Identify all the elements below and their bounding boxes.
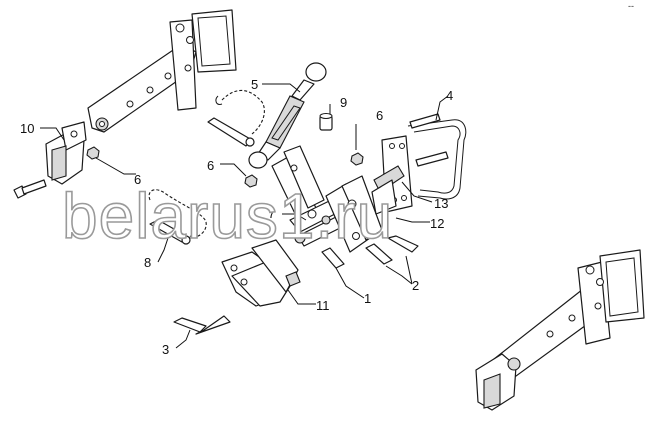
callout-3: 3 xyxy=(162,342,169,357)
upper-left-bracket xyxy=(87,9,237,133)
callout-9: 9 xyxy=(340,95,347,110)
callout-11: 11 xyxy=(316,298,330,313)
callout-12: 12 xyxy=(430,216,444,231)
callout-6a: 6 xyxy=(134,172,141,187)
lower-right-bracket xyxy=(475,249,645,411)
hook-bracket-10 xyxy=(45,121,87,185)
bolt-left xyxy=(13,179,47,199)
corner-mark: -- xyxy=(628,1,634,11)
callout-5: 5 xyxy=(251,77,258,92)
bushing-9 xyxy=(319,113,333,131)
callout-10: 10 xyxy=(20,121,34,136)
callout-2: 2 xyxy=(412,278,419,293)
central-link-assembly xyxy=(271,145,383,253)
nuts-6 xyxy=(86,146,364,188)
lower-bracket-11 xyxy=(221,239,301,307)
callout-7: 7 xyxy=(268,206,275,221)
leader-lines xyxy=(40,83,449,349)
callout-8: 8 xyxy=(144,255,151,270)
watermark-text: belarus1.ru xyxy=(62,180,393,252)
callout-labels: 10 6 5 9 6 6 4 7 12 13 8 1 2 11 3 xyxy=(20,77,453,357)
callout-13: 13 xyxy=(434,196,448,211)
callout-6b: 6 xyxy=(376,108,383,123)
chain-pin-upper xyxy=(207,89,265,147)
bolts-lower-center xyxy=(173,235,419,335)
callout-4: 4 xyxy=(446,88,453,103)
right-mount-plate xyxy=(371,113,467,215)
callout-6c: 6 xyxy=(207,158,214,173)
pin-chain-8 xyxy=(148,189,207,245)
callout-1: 1 xyxy=(364,291,371,306)
turnbuckle-5 xyxy=(248,62,327,169)
